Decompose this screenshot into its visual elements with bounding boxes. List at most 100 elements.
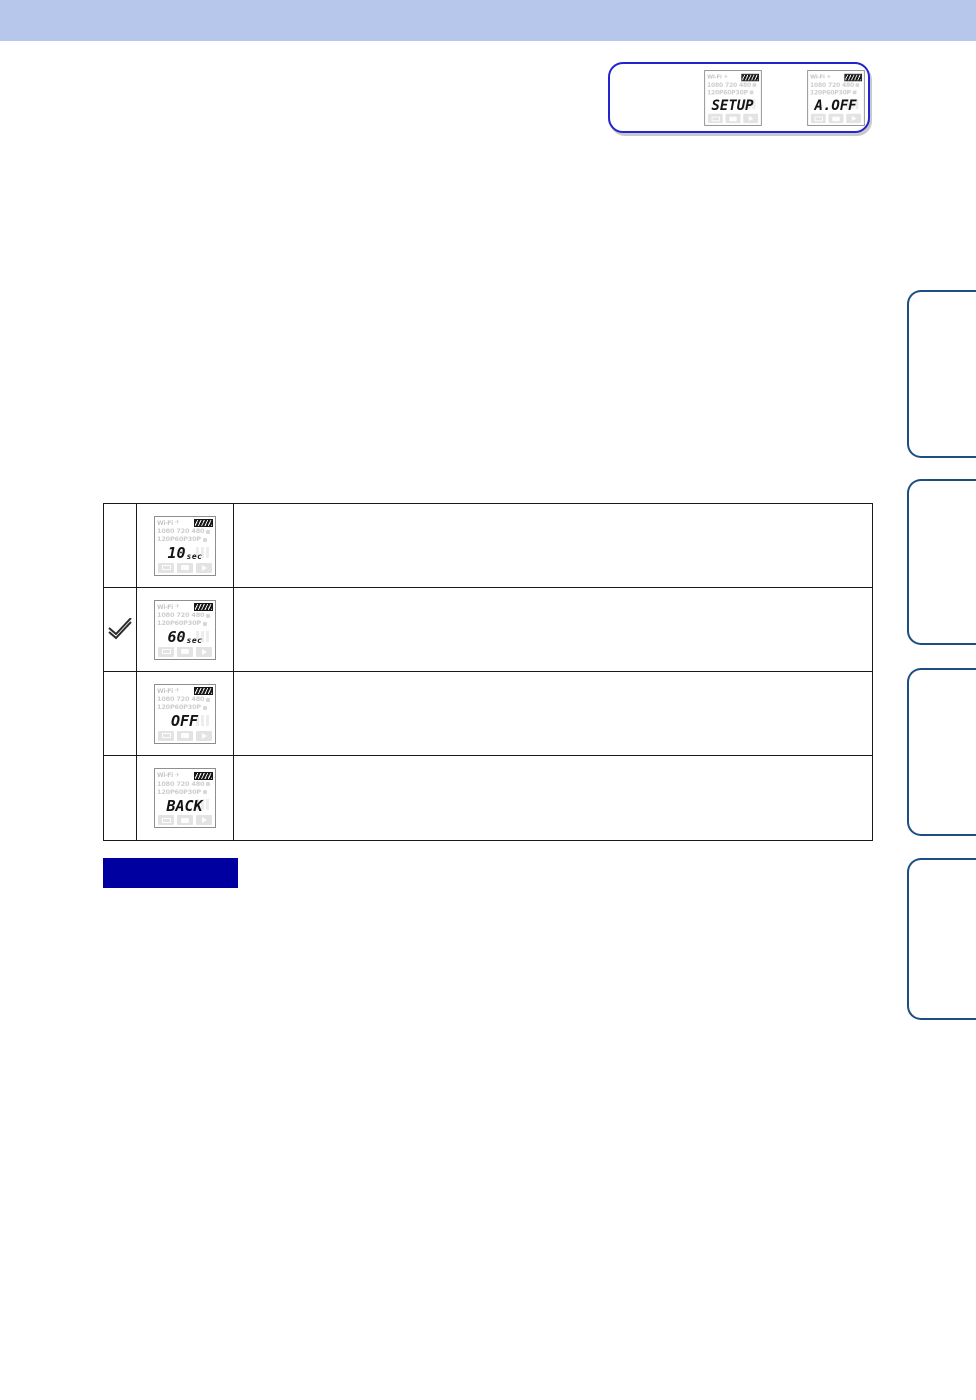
speaker-icon xyxy=(202,790,207,794)
default-marker-cell xyxy=(104,672,137,756)
framerate-labels: 120P60P30P xyxy=(157,619,201,627)
playback-mode-icon xyxy=(196,815,212,825)
side-tab-settings-search[interactable] xyxy=(907,668,976,836)
wifi-label: Wi-Fi xyxy=(157,519,173,527)
side-tab-index[interactable] xyxy=(907,858,976,1020)
battery-icon xyxy=(194,687,213,695)
mic-icon xyxy=(206,529,211,534)
airplane-icon: ✈ xyxy=(174,687,180,694)
framerate-labels: 120P60P30P xyxy=(706,87,748,96)
airplane-icon: ✈ xyxy=(723,72,729,80)
movie-mode-icon xyxy=(158,815,174,825)
page-header-bar xyxy=(0,0,976,41)
photo-mode-icon xyxy=(725,113,741,123)
resolution-labels: 1080 720 480 xyxy=(157,779,205,788)
description-cell xyxy=(234,588,872,672)
description-cell xyxy=(234,756,872,840)
side-tab-contents[interactable] xyxy=(907,290,976,458)
playback-mode-icon xyxy=(196,562,212,573)
lcd-screen-back: Wi-Fi✈ 1080 720 480 120P60P30P BACK xyxy=(154,768,216,828)
resolution-row: 1080 720 480 xyxy=(810,81,862,88)
mic-icon xyxy=(206,782,211,786)
playback-mode-icon xyxy=(196,646,212,657)
lcd-value-suffix: sec xyxy=(186,635,203,645)
battery-icon xyxy=(844,72,863,81)
lcd-value: SETUP xyxy=(711,96,754,113)
speaker-icon xyxy=(202,705,207,710)
battery-icon xyxy=(194,771,213,780)
framerate-row: 120P60P30P xyxy=(707,88,759,95)
lcd-value: OFF xyxy=(170,712,199,730)
default-marker-cell xyxy=(104,504,137,588)
wifi-label: Wi-Fi xyxy=(157,772,173,779)
battery-icon xyxy=(194,519,213,527)
resolution-labels: 1080 720 480 xyxy=(157,695,205,703)
lcd-ghost-segments xyxy=(196,714,211,726)
resolution-labels: 1080 720 480 xyxy=(706,80,752,88)
mic-icon xyxy=(206,613,211,618)
framerate-labels: 120P60P30P xyxy=(157,535,201,543)
speaker-icon xyxy=(852,90,857,94)
description-cell xyxy=(234,672,872,756)
resolution-row: 1080 720 480 xyxy=(707,81,759,88)
lcd-cell: Wi-Fi✈ 1080 720 480 120P60P30P OFF xyxy=(137,672,234,756)
lcd-ghost-segments xyxy=(196,630,211,642)
notes-badge xyxy=(103,858,238,888)
airplane-icon: ✈ xyxy=(174,603,180,610)
lcd-value-suffix: sec xyxy=(186,551,203,561)
lcd-status-row: Wi-Fi ✈ xyxy=(707,72,760,81)
framerate-row: 120P60P30P xyxy=(810,88,862,95)
lcd-value: BACK xyxy=(166,796,203,815)
resolution-labels: 1080 720 480 xyxy=(809,80,855,88)
movie-mode-icon xyxy=(158,646,174,657)
lcd-status-row: Wi-Fi ✈ xyxy=(810,72,863,81)
lcd-mode-buttons xyxy=(810,113,862,123)
photo-mode-icon xyxy=(177,730,193,741)
screens-callout-box: Wi-Fi ✈ 1080 720 480 120P60P30P SETUP xyxy=(608,62,870,133)
playback-mode-icon xyxy=(846,113,862,123)
lcd-value: A.OFF xyxy=(814,96,857,113)
lcd-screen-setup: Wi-Fi ✈ 1080 720 480 120P60P30P SETUP xyxy=(704,69,762,126)
battery-icon xyxy=(194,603,213,611)
mic-icon xyxy=(752,82,757,87)
lcd-main-text: A.OFF xyxy=(810,95,862,115)
mic-icon xyxy=(855,82,860,87)
speaker-icon xyxy=(202,537,207,542)
playback-mode-icon xyxy=(196,730,212,741)
lcd-ghost-segments xyxy=(846,98,861,109)
check-icon xyxy=(108,617,132,639)
lcd-screen-aoff: Wi-Fi ✈ 1080 720 480 120P60P30P A.OFF xyxy=(807,69,865,126)
mic-icon xyxy=(206,697,211,702)
airplane-icon: ✈ xyxy=(174,519,180,526)
photo-mode-icon xyxy=(828,113,844,123)
lcd-main-text: OFF xyxy=(157,711,213,732)
speaker-icon xyxy=(202,621,207,626)
resolution-labels: 1080 720 480 xyxy=(157,527,205,535)
side-tab-operation-search[interactable] xyxy=(907,479,976,645)
framerate-labels: 120P60P30P xyxy=(157,787,201,796)
lcd-value: 60 xyxy=(167,628,186,646)
movie-mode-icon xyxy=(158,562,174,573)
movie-mode-icon xyxy=(158,730,174,741)
lcd-main-text: BACK xyxy=(157,795,213,816)
photo-mode-icon xyxy=(177,562,193,573)
default-marker-cell xyxy=(104,756,137,840)
playback-mode-icon xyxy=(743,113,759,123)
movie-mode-icon xyxy=(707,113,723,123)
lcd-ghost-segments xyxy=(196,546,211,558)
framerate-labels: 120P60P30P xyxy=(157,703,201,711)
lcd-main-text: SETUP xyxy=(707,95,759,115)
lcd-ghost-segments xyxy=(743,98,758,109)
lcd-screen-off: Wi-Fi✈ 1080 720 480 120P60P30P OFF xyxy=(154,683,216,744)
wifi-label: Wi-Fi xyxy=(157,687,173,695)
photo-mode-icon xyxy=(177,815,193,825)
airplane-icon: ✈ xyxy=(174,771,180,779)
wifi-label: Wi-Fi xyxy=(157,603,173,611)
